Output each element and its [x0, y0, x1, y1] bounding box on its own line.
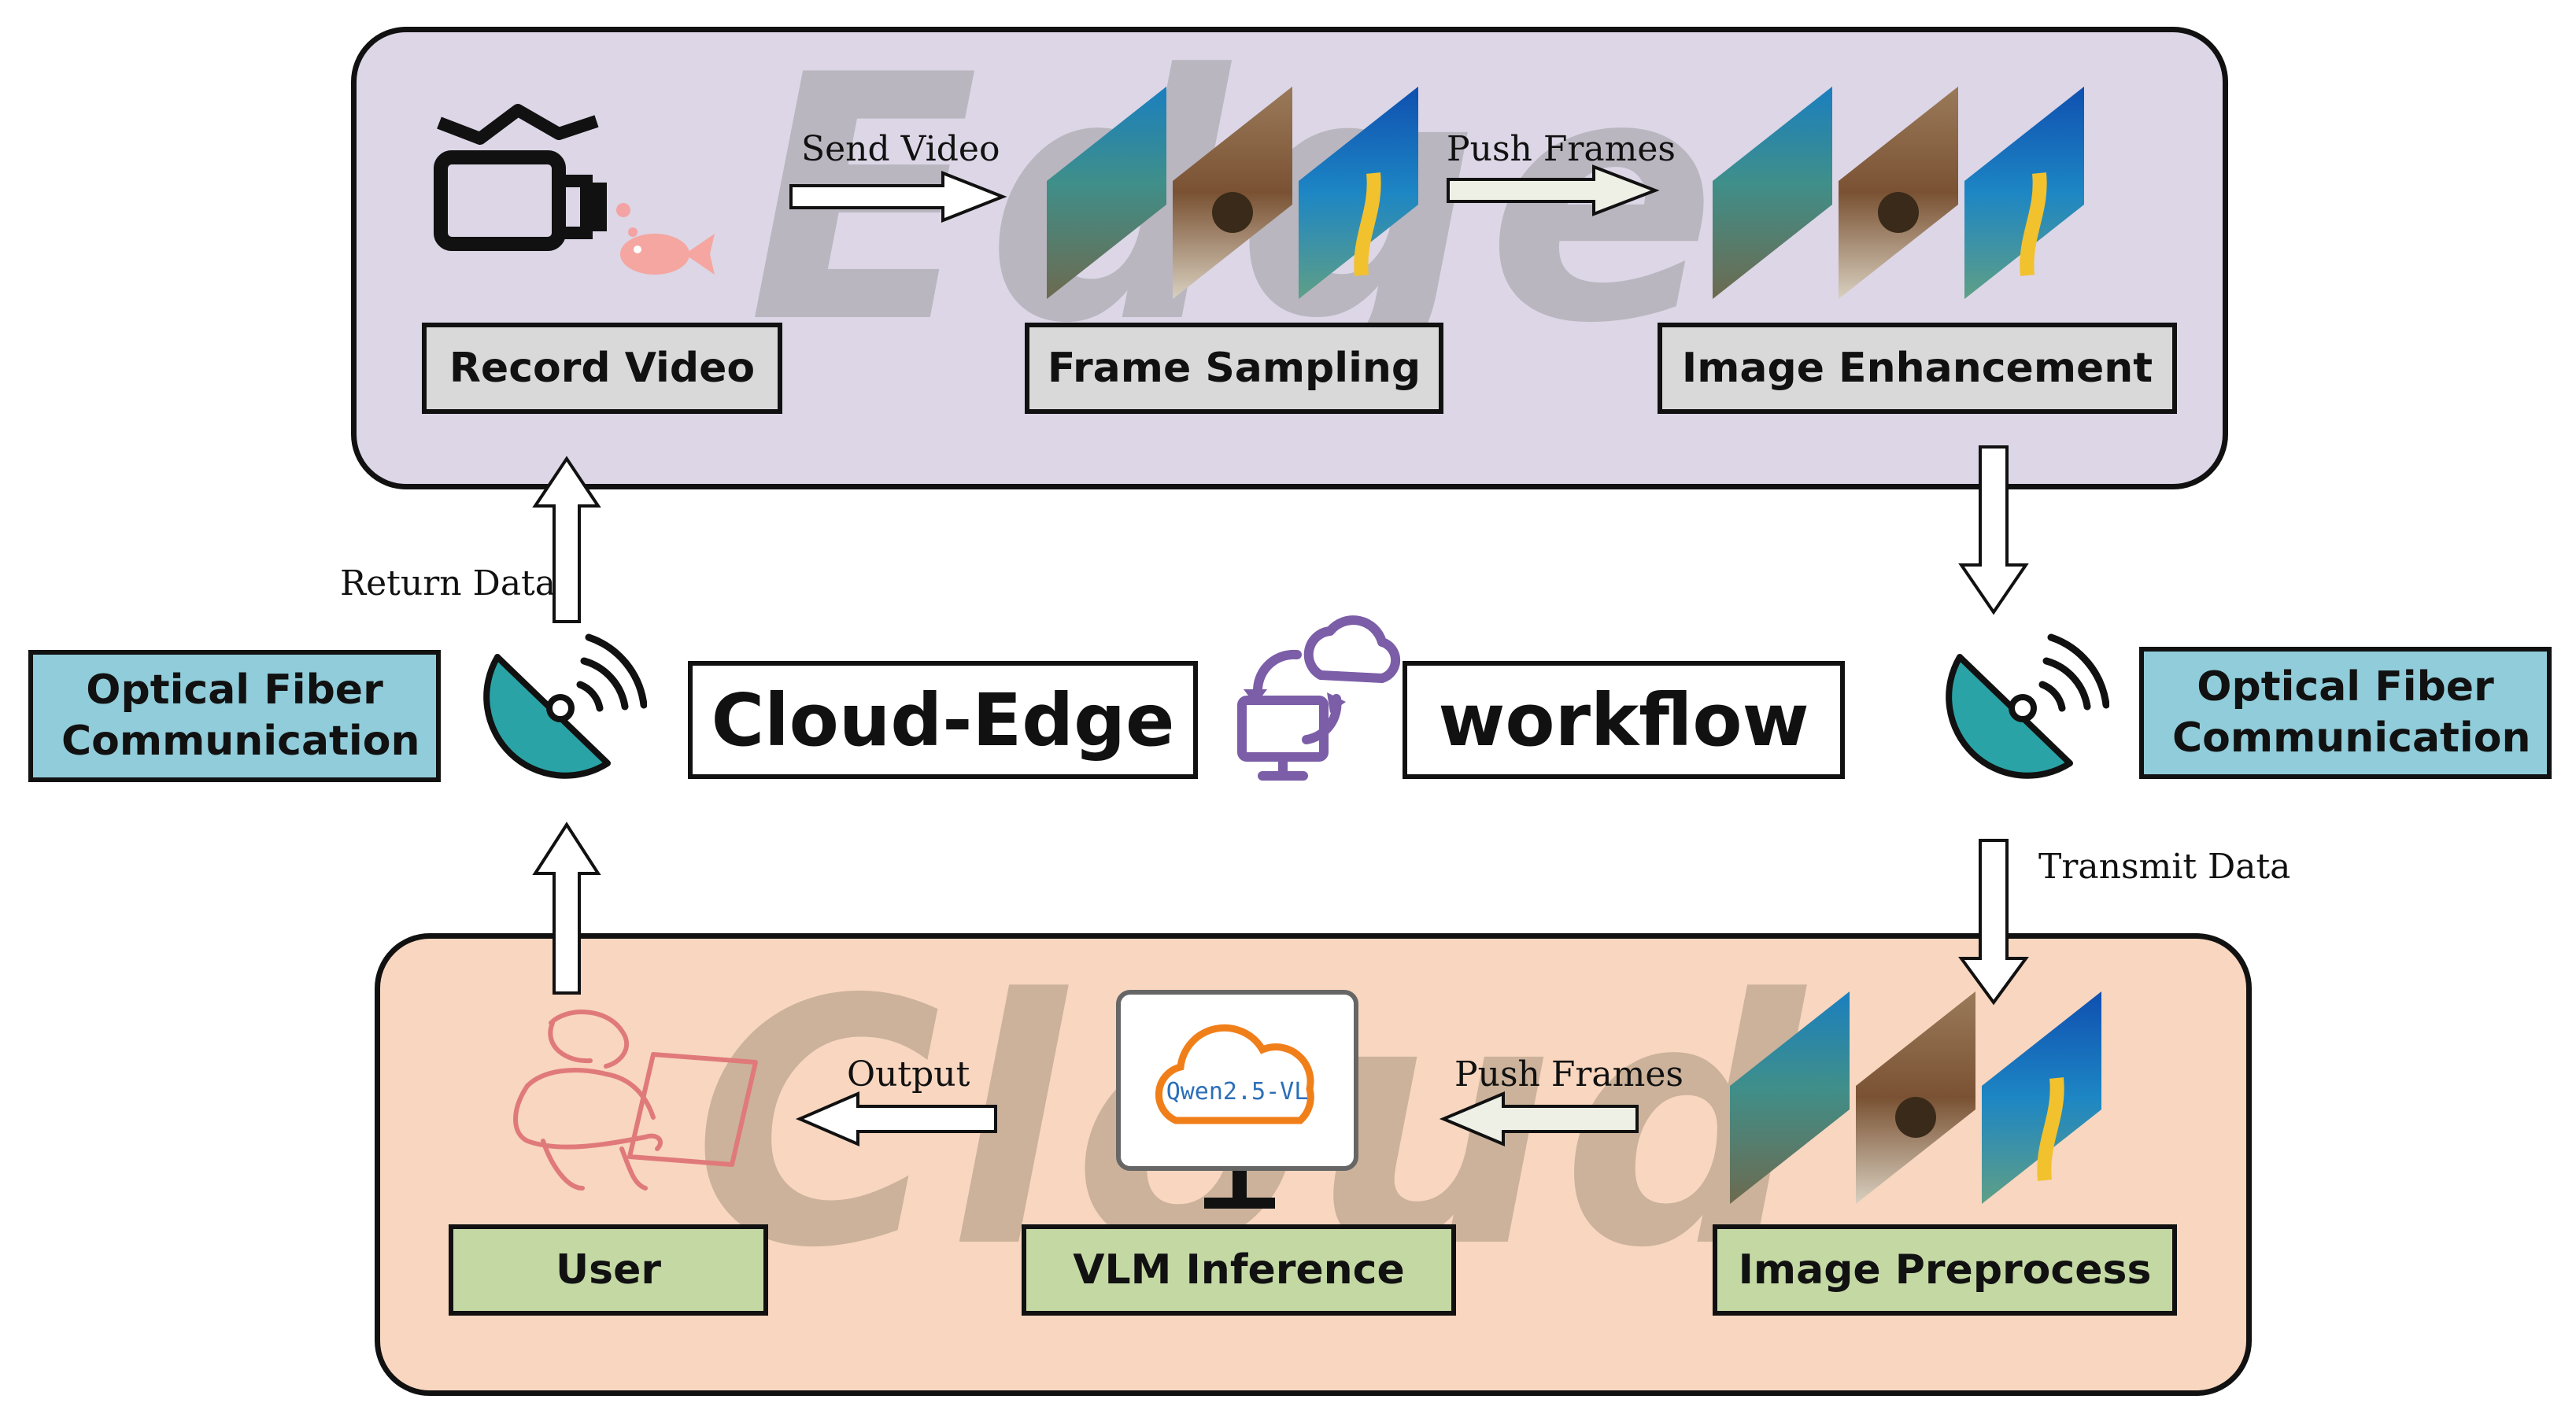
cloud-edge-box: Cloud-Edge: [688, 661, 1198, 779]
monitor-stand-icon: [1204, 1171, 1275, 1209]
output-label: Output: [847, 1054, 970, 1095]
down-arrow-top: [1958, 445, 2029, 615]
push-frames-edge-arrow: [1447, 164, 1660, 216]
user-laptop-icon: [513, 1010, 758, 1191]
image-preprocess-box: Image Preprocess: [1713, 1224, 2177, 1316]
qwen-cloud-icon: [1155, 1024, 1314, 1124]
record-video-box: Record Video: [422, 323, 782, 414]
output-arrow: [795, 1091, 997, 1147]
push-frames-cloud-label: Push Frames: [1454, 1054, 1683, 1095]
cloud-sync-icon: [1237, 615, 1401, 781]
send-video-label: Send Video: [801, 129, 1000, 169]
image-enhancement-box: Image Enhancement: [1658, 323, 2177, 414]
optical-fiber-right-box: Optical Fiber Communication: [2139, 647, 2552, 779]
frame-sampling-box: Frame Sampling: [1025, 323, 1443, 414]
satellite-dish-right-icon: [1946, 633, 2109, 779]
optical-fiber-left-text: Optical Fiber Communication: [61, 666, 420, 765]
user-box: User: [449, 1224, 768, 1316]
return-data-label: Return Data: [340, 563, 556, 604]
model-name: Qwen2.5-VL: [1166, 1078, 1309, 1106]
camera-icon: [434, 104, 607, 251]
down-arrow-bottom: [1958, 839, 2029, 1006]
up-arrow-top: [532, 456, 601, 623]
fish-icon: [616, 203, 715, 275]
monitor-icon: Qwen2.5-VL: [1116, 990, 1358, 1171]
push-frames-edge-label: Push Frames: [1447, 129, 1676, 169]
enhanced-frames-image: [1713, 87, 2084, 299]
preprocess-frames-image: [1730, 991, 2101, 1204]
optical-fiber-left-box: Optical Fiber Communication: [28, 650, 441, 782]
optical-fiber-right-text: Optical Fiber Communication: [2172, 663, 2531, 762]
satellite-dish-icon: [483, 633, 647, 779]
workflow-box: workflow: [1403, 661, 1845, 779]
transmit-data-label: Transmit Data: [2038, 847, 2291, 887]
send-video-arrow: [789, 171, 1007, 223]
push-frames-cloud-arrow: [1439, 1091, 1639, 1147]
up-arrow-bottom: [532, 821, 601, 995]
vlm-inference-box: VLM Inference: [1022, 1224, 1456, 1316]
sampled-frames-image: [1047, 87, 1418, 299]
